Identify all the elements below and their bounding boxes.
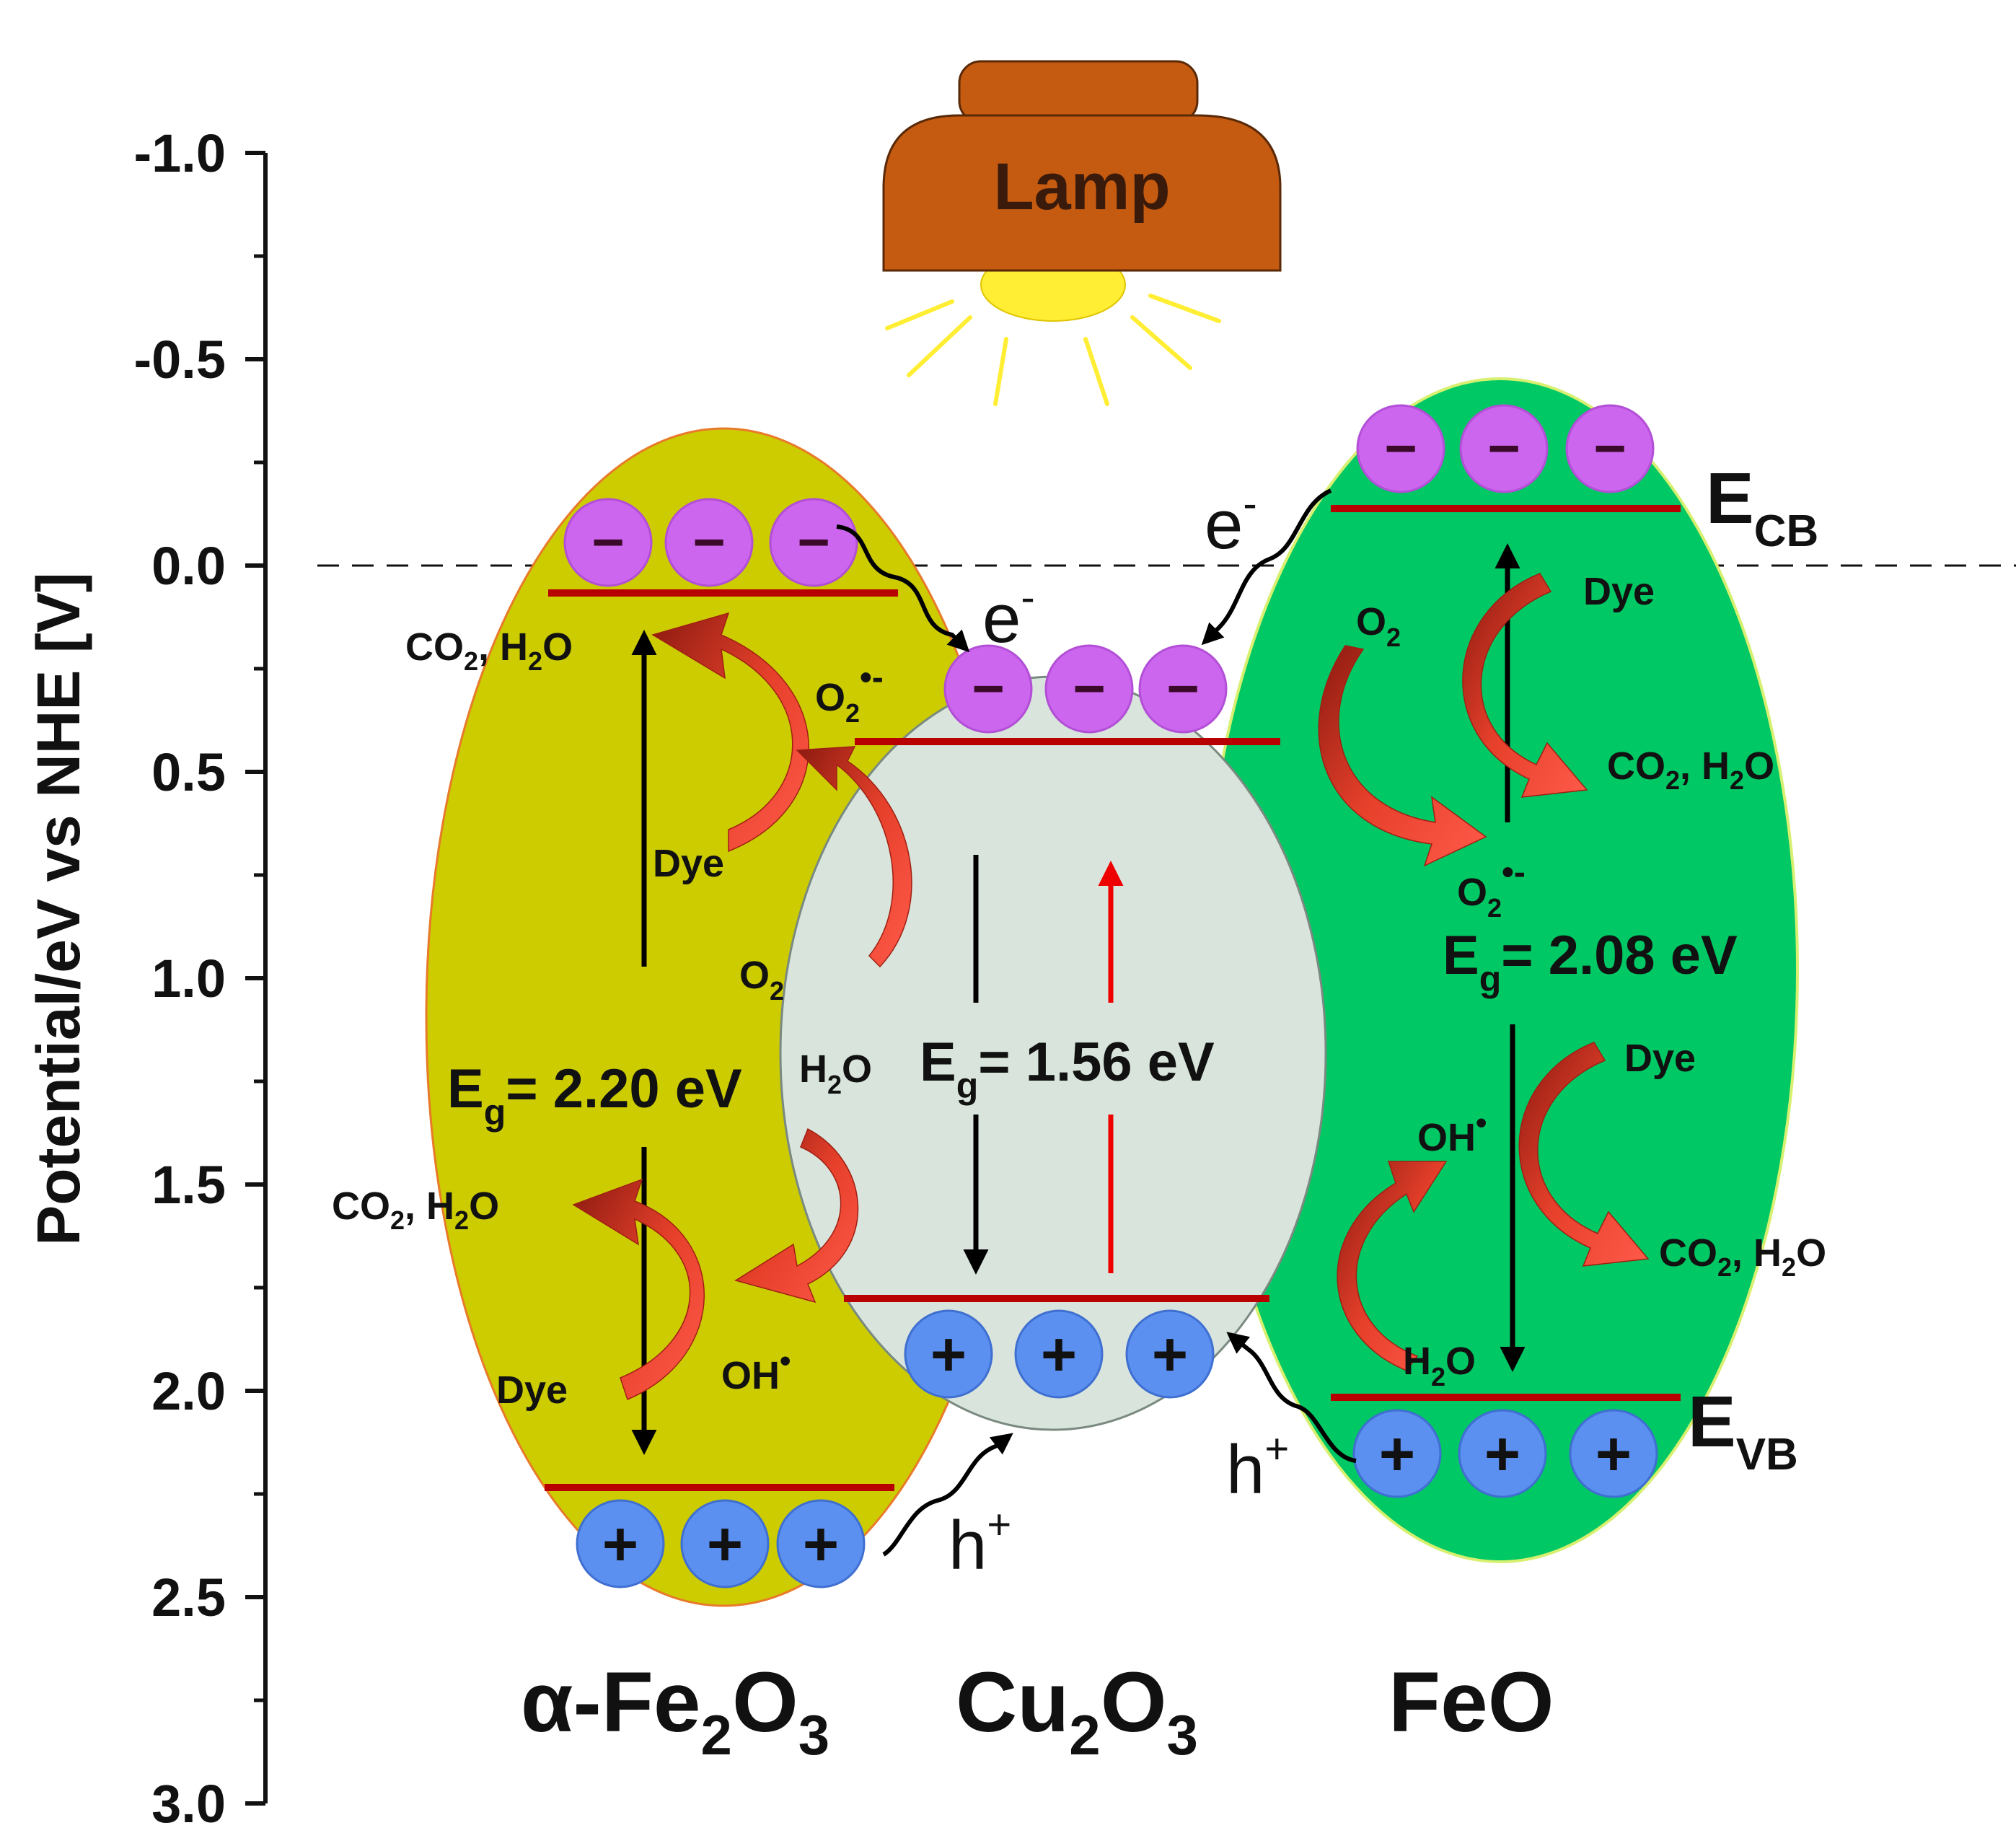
electron-balls: − − − − − − − − −	[563, 404, 1655, 734]
tick-label: 1.5	[151, 1155, 226, 1215]
fe2o3-dye-to-products-bottom	[572, 1178, 705, 1401]
electron-transfer-left	[836, 524, 970, 653]
potential-axis: -1.0 -0.5 0.0 0.5 1.0 1.5 2.0 2.5 3.0 Potential/…	[25, 123, 268, 1834]
evb-label: EVB	[1688, 1381, 1798, 1480]
lamp: Lamp	[882, 60, 1282, 406]
feo-electrons: − − −	[1356, 404, 1655, 493]
bandgap-labels: Eg= 2.20 eV Eg= 1.56 eV Eg= 2.08 eV	[447, 925, 1738, 1133]
feo-h2o: H2O	[1403, 1340, 1476, 1392]
fe2o3-holes: + + +	[576, 1499, 866, 1588]
electron-label-left: e-	[982, 574, 1035, 657]
fe2o3-dye-bottom: Dye	[496, 1368, 568, 1412]
hole-label-right: h+	[1226, 1425, 1289, 1508]
fe2o3-products-bottom: CO2, H2O	[332, 1184, 499, 1235]
svg-text:+: +	[602, 1510, 638, 1579]
svg-text:−: −	[1166, 656, 1200, 720]
band-edges	[545, 505, 1681, 1491]
feo-dye-bottom: Dye	[1624, 1037, 1696, 1080]
cu2o3-electrons: − − −	[943, 644, 1228, 734]
fe2o3-o2: O2	[739, 954, 784, 1006]
svg-text:+: +	[707, 1510, 743, 1579]
fe2o3-label: α-Fe2O3	[521, 1655, 829, 1767]
svg-text:+: +	[803, 1510, 839, 1579]
cu2o3-label: Cu2O3	[956, 1655, 1198, 1767]
fe2o3-h2o: H2O	[799, 1047, 872, 1099]
tick-label: 0.5	[151, 742, 226, 802]
axis-minor-ticks	[254, 254, 265, 1702]
fe2o3-oh: OH•	[721, 1343, 791, 1397]
feo-h2o-to-oh	[1337, 1161, 1448, 1371]
svg-text:−: −	[1073, 656, 1106, 720]
band-edge-labels: ECB EVB	[1688, 458, 1818, 1480]
transfer-arrows	[836, 488, 1357, 1557]
feo-o2-to-superoxide	[1318, 645, 1487, 867]
axis-title: Potential/eV vs NHE [V]	[25, 572, 92, 1246]
svg-text:+: +	[1041, 1320, 1077, 1389]
fe2o3-gap-label: Eg= 2.20 eV	[447, 1058, 742, 1133]
light-rays	[885, 294, 1221, 406]
electron-label-right: e-	[1205, 480, 1257, 563]
feo-label: FeO	[1388, 1655, 1554, 1750]
cu2o3-holes: + + +	[904, 1309, 1215, 1399]
feo-gap-label: Eg= 2.08 eV	[1443, 925, 1738, 999]
fe2o3-o2-to-superoxide	[796, 746, 912, 968]
fe2o3-dye-to-products-top	[651, 612, 809, 853]
svg-text:−: −	[1384, 416, 1417, 480]
lamp-label: Lamp	[993, 150, 1170, 224]
tick-label: 3.0	[151, 1774, 226, 1834]
reaction-arrows	[572, 573, 1650, 1401]
svg-text:+: +	[930, 1320, 967, 1389]
feo-products-top: CO2, H2O	[1607, 744, 1774, 795]
tick-label: -0.5	[133, 330, 226, 390]
tick-label: 2.0	[151, 1361, 226, 1421]
svg-text:+: +	[1379, 1420, 1415, 1489]
axis-tick-labels: -1.0 -0.5 0.0 0.5 1.0 1.5 2.0 2.5 3.0	[133, 123, 226, 1834]
svg-text:−: −	[591, 510, 625, 573]
feo-holes: + + +	[1352, 1409, 1658, 1498]
svg-text:+: +	[1595, 1420, 1632, 1489]
fe2o3-h2o-to-oh	[734, 1128, 859, 1304]
svg-text:−: −	[797, 510, 830, 573]
fe2o3-products-top: CO2, H2O	[405, 625, 573, 676]
material-labels: α-Fe2O3 Cu2O3 FeO	[521, 1655, 1554, 1767]
tick-label: 1.0	[151, 949, 226, 1008]
carrier-labels: e- e- h+ h+	[948, 480, 1289, 1584]
ecb-label: ECB	[1706, 458, 1818, 556]
axis-major-ticks	[245, 151, 265, 1806]
feo-dye-to-products-top	[1462, 573, 1588, 798]
svg-text:+: +	[1484, 1420, 1520, 1489]
species-labels: CO2, H2O O2•- Dye O2 H2O CO2, H2O Dye OH…	[332, 570, 1826, 1412]
svg-text:−: −	[972, 656, 1005, 720]
svg-text:−: −	[1487, 416, 1520, 480]
svg-text:−: −	[692, 510, 726, 573]
svg-text:+: +	[1152, 1320, 1188, 1389]
electron-transfer-right	[1201, 488, 1332, 646]
hole-transfer-right	[1226, 1332, 1357, 1463]
hole-balls: + + + + + + + + +	[576, 1309, 1658, 1588]
fe2o3-dye-top: Dye	[653, 842, 724, 885]
feo-superoxide: O2•-	[1457, 853, 1526, 923]
lamp-shade	[882, 114, 1282, 272]
feo-dye-top: Dye	[1583, 570, 1655, 613]
tick-label: 0.0	[151, 536, 226, 596]
feo-o2: O2	[1356, 600, 1401, 652]
fe2o3-superoxide: O2•-	[815, 659, 884, 728]
hole-label-left: h+	[948, 1501, 1011, 1584]
feo-oh: OH•	[1417, 1105, 1487, 1159]
fe2o3-electrons: − − −	[563, 498, 858, 587]
feo-dye-to-products-bottom	[1518, 1042, 1650, 1267]
lamp-top	[958, 60, 1199, 124]
svg-text:−: −	[1593, 416, 1627, 480]
cu2o3-gap-label: Eg= 1.56 eV	[920, 1032, 1215, 1106]
hole-transfer-left	[882, 1433, 1013, 1557]
feo-products-bottom: CO2, H2O	[1659, 1231, 1826, 1282]
tick-label: 2.5	[151, 1568, 226, 1627]
tick-label: -1.0	[133, 123, 226, 183]
